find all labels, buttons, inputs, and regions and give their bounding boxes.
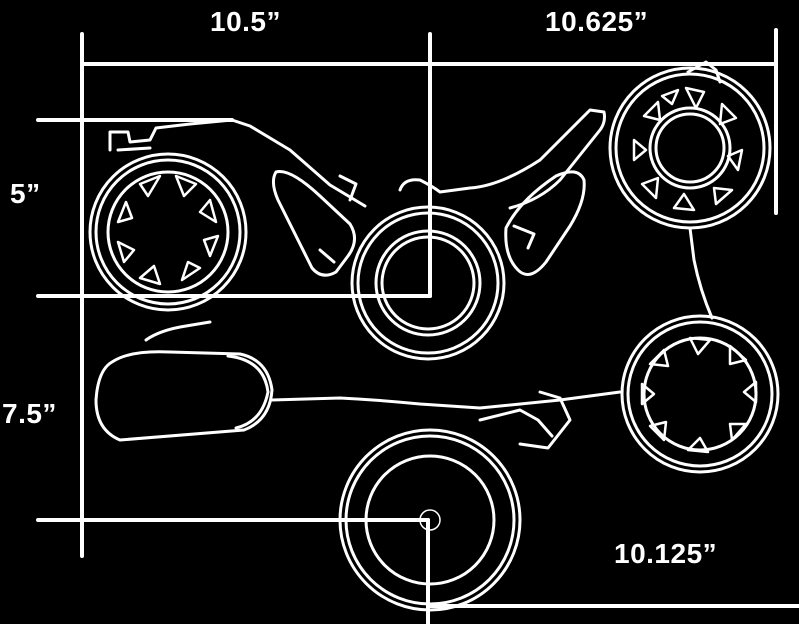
right-tensioner-arm (504, 170, 586, 276)
bottom-pulley (338, 428, 522, 612)
dimension-label-left-upper: 5” (10, 178, 41, 209)
lower-right-pulley (620, 314, 780, 474)
upper-right-pulley (608, 60, 772, 320)
upper-left-bracket (108, 118, 367, 208)
dimension-label-bottom-right: 10.125” (614, 538, 718, 569)
dimension-label-top-left: 10.5” (210, 6, 281, 37)
center-pulley (350, 108, 606, 361)
dimension-label-left-lower: 7.5” (2, 398, 57, 429)
upper-left-pulley (88, 118, 367, 312)
left-tensioner-arm (271, 170, 358, 277)
dimension-lines (36, 28, 799, 624)
dimension-label-top-right: 10.625” (545, 6, 649, 37)
left-arm-assembly (94, 320, 622, 450)
